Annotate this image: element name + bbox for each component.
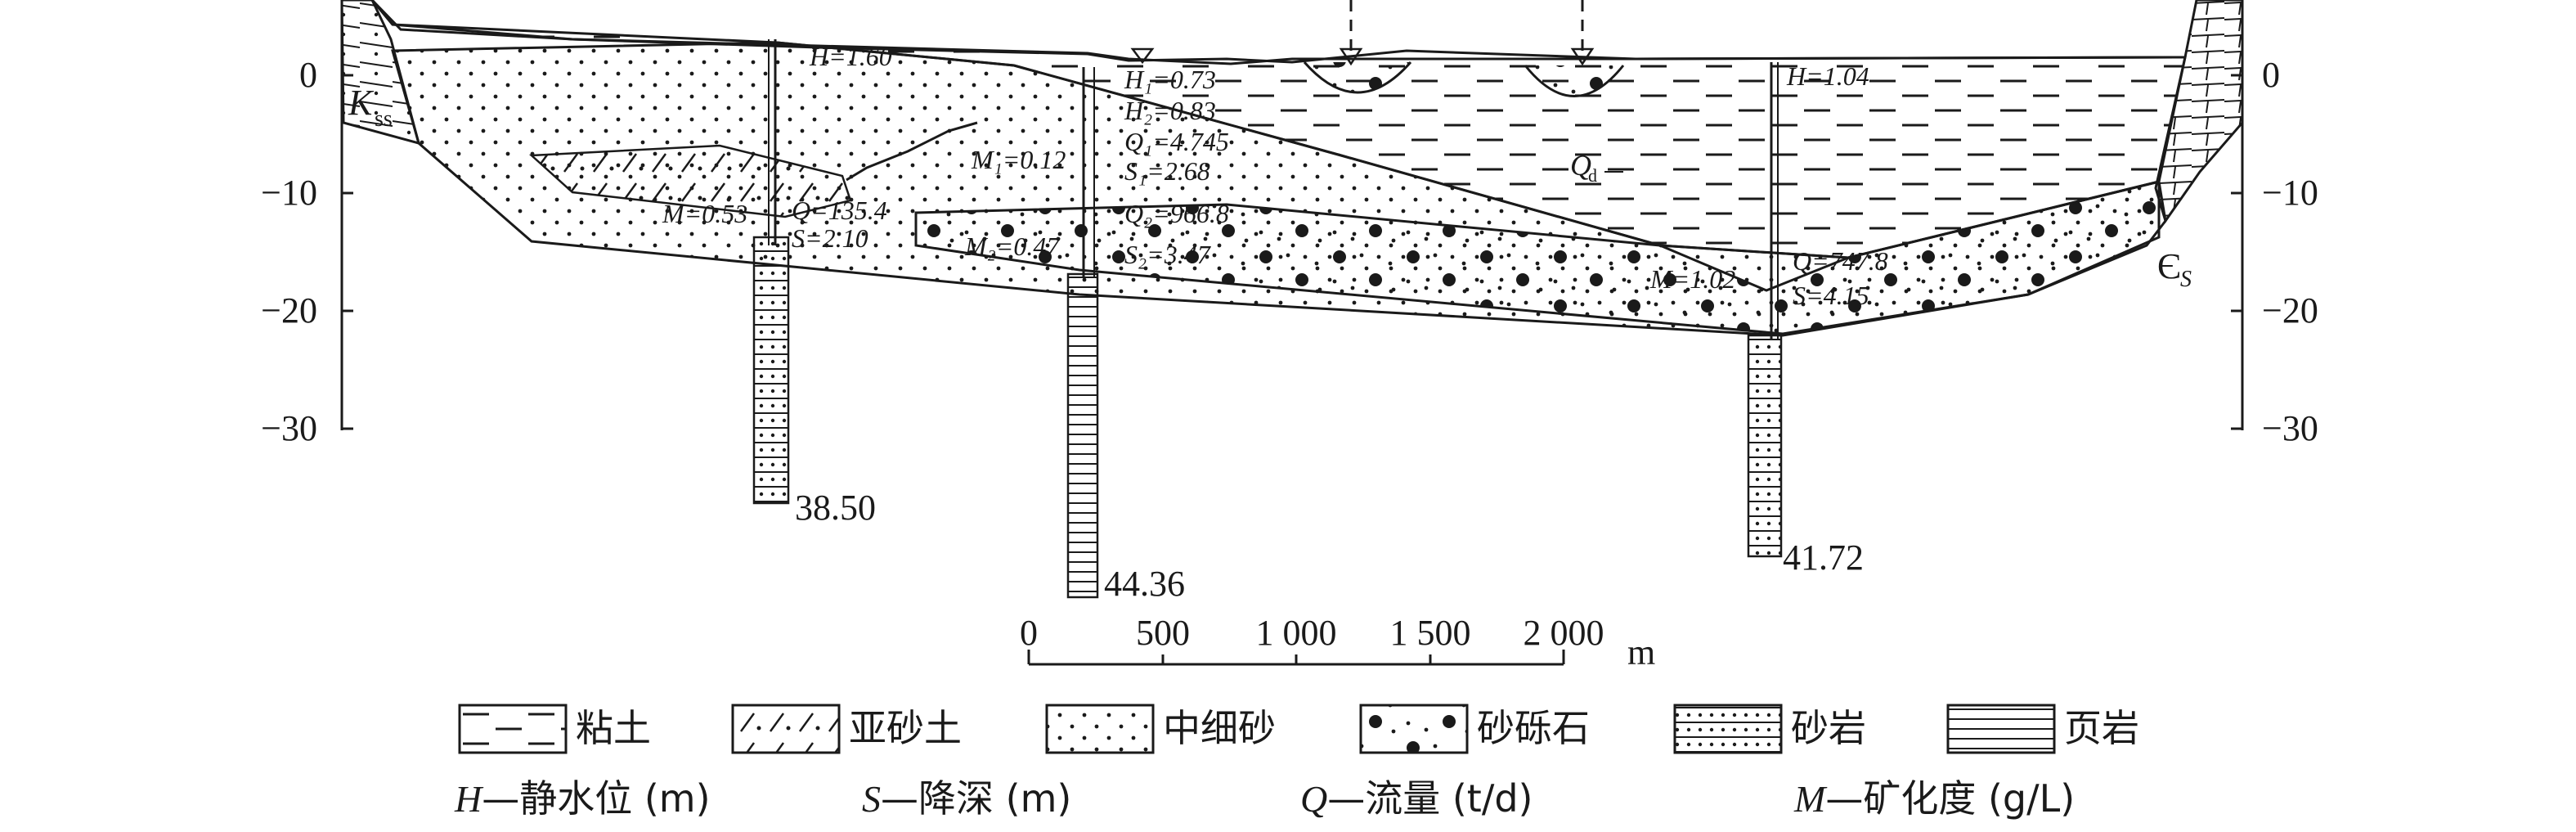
borehole-2 — [1066, 67, 1099, 599]
symbol-key: H—静水位 (m) S—降深 (m) Q—流量 (t/d) M—矿化度 (g/L… — [454, 776, 2075, 821]
scale-unit: m — [1627, 632, 1655, 672]
legend-item-shale: 页岩 — [1946, 704, 2139, 754]
key-flow-rate: Q—流量 (t/d) — [1300, 776, 1533, 821]
left-tick-minus-20: −20 — [261, 290, 317, 331]
clay-surface-layer — [370, 0, 2187, 259]
svg-text:S: S — [2180, 267, 2192, 292]
well-3-annotations: H=1.04 M=1.02 Q=747.8 S=4.15 — [1649, 61, 1888, 310]
well-2-annotations: H₁=0.73 H₂=0.83 Q₁=4.745 S₁=2.68 Q₂=966.… — [964, 65, 1229, 269]
well-3-mineralization: M=1.02 — [1649, 264, 1735, 294]
legend-swatch-fine-sand — [1045, 704, 1155, 754]
key-drawdown: S—降深 (m) — [862, 776, 1071, 821]
borehole-1 — [752, 39, 790, 505]
svg-text:Q: Q — [1570, 149, 1591, 182]
well-2-mineralization-1: M₁=0.12 — [971, 145, 1066, 174]
well-1-depth: 38.50 — [795, 488, 876, 528]
well-2-drawdown-2: S₂=3.47 — [1124, 240, 1212, 269]
formation-label-left: K ss — [348, 83, 393, 132]
well-2-head-1: H₁=0.73 — [1124, 65, 1216, 94]
legend-swatch-shale — [1946, 704, 2056, 754]
well-1-head: H=1.60 — [809, 42, 892, 71]
legend-label-fine-sand: 中细砂 — [1163, 706, 1276, 750]
left-depth-axis: 0 −10 −20 −30 — [261, 0, 353, 448]
well-2-flow-2: Q₂=966.8 — [1124, 199, 1229, 228]
key-static-water-level: H—静水位 (m) — [454, 776, 711, 821]
borehole-3 — [1747, 62, 1783, 558]
formation-label-quaternary: Q d — [1570, 149, 1623, 186]
right-tick-minus-30: −30 — [2262, 408, 2318, 448]
left-tick-minus-10: −10 — [261, 173, 317, 213]
legend-label-shale: 页岩 — [2064, 706, 2139, 750]
water-level-marker — [1130, 47, 1155, 65]
legend-swatch-sandstone — [1673, 704, 1783, 754]
legend-swatch-sandy-loam — [731, 704, 841, 754]
well-3-drawdown: S=4.15 — [1793, 281, 1869, 310]
legend-label-gravel: 砂砾石 — [1477, 706, 1590, 750]
scale-tick-2000: 2 000 — [1524, 613, 1604, 653]
river-channel-2 — [1524, 0, 1625, 97]
scale-tick-1000: 1 000 — [1256, 613, 1337, 653]
well-1-drawdown: S=2.10 — [792, 223, 868, 253]
formation-label-right: Є S — [2157, 246, 2192, 292]
legend: 粘土 亚砂土 中细砂 砂砾石 砂岩 页岩 — [458, 704, 2139, 754]
key-mineralization: M—矿化度 (g/L) — [1793, 776, 2075, 821]
legend-item-clay: 粘土 — [458, 704, 651, 754]
legend-swatch-clay — [458, 704, 568, 754]
right-tick-minus-20: −20 — [2262, 290, 2318, 331]
legend-item-gravel: 砂砾石 — [1359, 704, 1590, 754]
legend-label-sandy-loam: 亚砂土 — [849, 706, 962, 750]
right-tick-0: 0 — [2262, 55, 2280, 95]
well-2-flow-1: Q₁=4.745 — [1124, 127, 1229, 156]
legend-swatch-gravel — [1359, 704, 1469, 754]
legend-item-fine-sand: 中细砂 — [1045, 704, 1276, 754]
legend-label-clay: 粘土 — [576, 706, 651, 750]
upper-sandy-loam-lens — [528, 144, 852, 218]
legend-item-sandstone: 砂岩 — [1673, 704, 1866, 754]
well-1-annotations: H=1.60 M=0.53 Q=135.4 S=2.10 — [662, 42, 892, 253]
svg-text:K: K — [348, 83, 375, 123]
scale-tick-1500: 1 500 — [1390, 613, 1471, 653]
well-3-head: H=1.04 — [1786, 61, 1869, 91]
svg-text:Є: Є — [2157, 246, 2181, 286]
well-3-flow: Q=747.8 — [1793, 246, 1888, 276]
well-2-head-2: H₂=0.83 — [1124, 96, 1216, 125]
legend-item-sandy-loam: 亚砂土 — [731, 704, 962, 754]
well-2-mineralization-2: M₂=0.47 — [964, 232, 1061, 261]
well-2-drawdown-1: S₁=2.68 — [1124, 156, 1210, 186]
well-1-flow: Q=135.4 — [792, 196, 887, 225]
well-3-depth: 41.72 — [1783, 537, 1864, 578]
left-tick-minus-30: −30 — [261, 408, 317, 448]
svg-text:ss: ss — [375, 106, 393, 132]
river-channel-1 — [1303, 0, 1412, 94]
right-depth-axis: 0 −10 −20 −30 — [2231, 0, 2318, 448]
svg-text:d: d — [1588, 165, 1597, 186]
right-tick-minus-10: −10 — [2262, 173, 2318, 213]
scale-tick-0: 0 — [1020, 613, 1038, 653]
well-2-depth: 44.36 — [1104, 564, 1185, 604]
scale-tick-500: 500 — [1136, 613, 1190, 653]
scale-bar: 0 500 1 000 1 500 2 000 m — [1020, 613, 1655, 672]
legend-label-sandstone: 砂岩 — [1791, 706, 1866, 750]
well-1-mineralization: M=0.53 — [662, 199, 747, 228]
left-tick-0: 0 — [299, 55, 317, 95]
